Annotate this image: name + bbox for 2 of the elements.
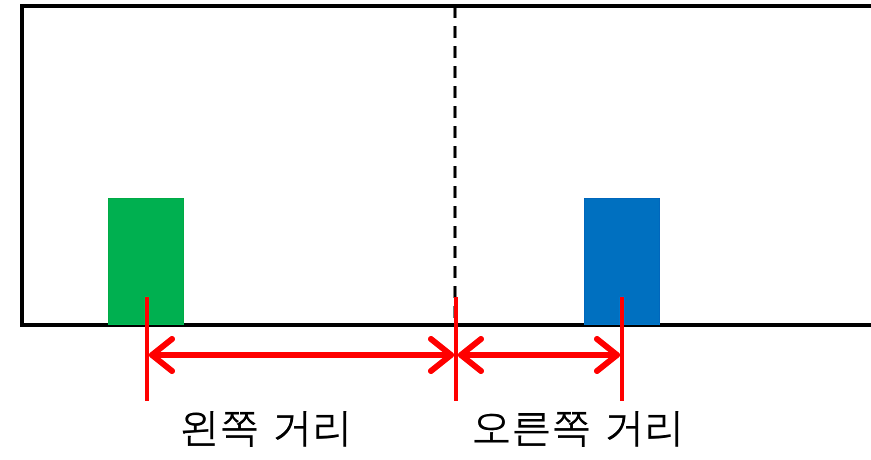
dimension-label: 오른쪽 거리 (472, 404, 684, 452)
dimension-label: 왼쪽 거리 (180, 404, 352, 452)
